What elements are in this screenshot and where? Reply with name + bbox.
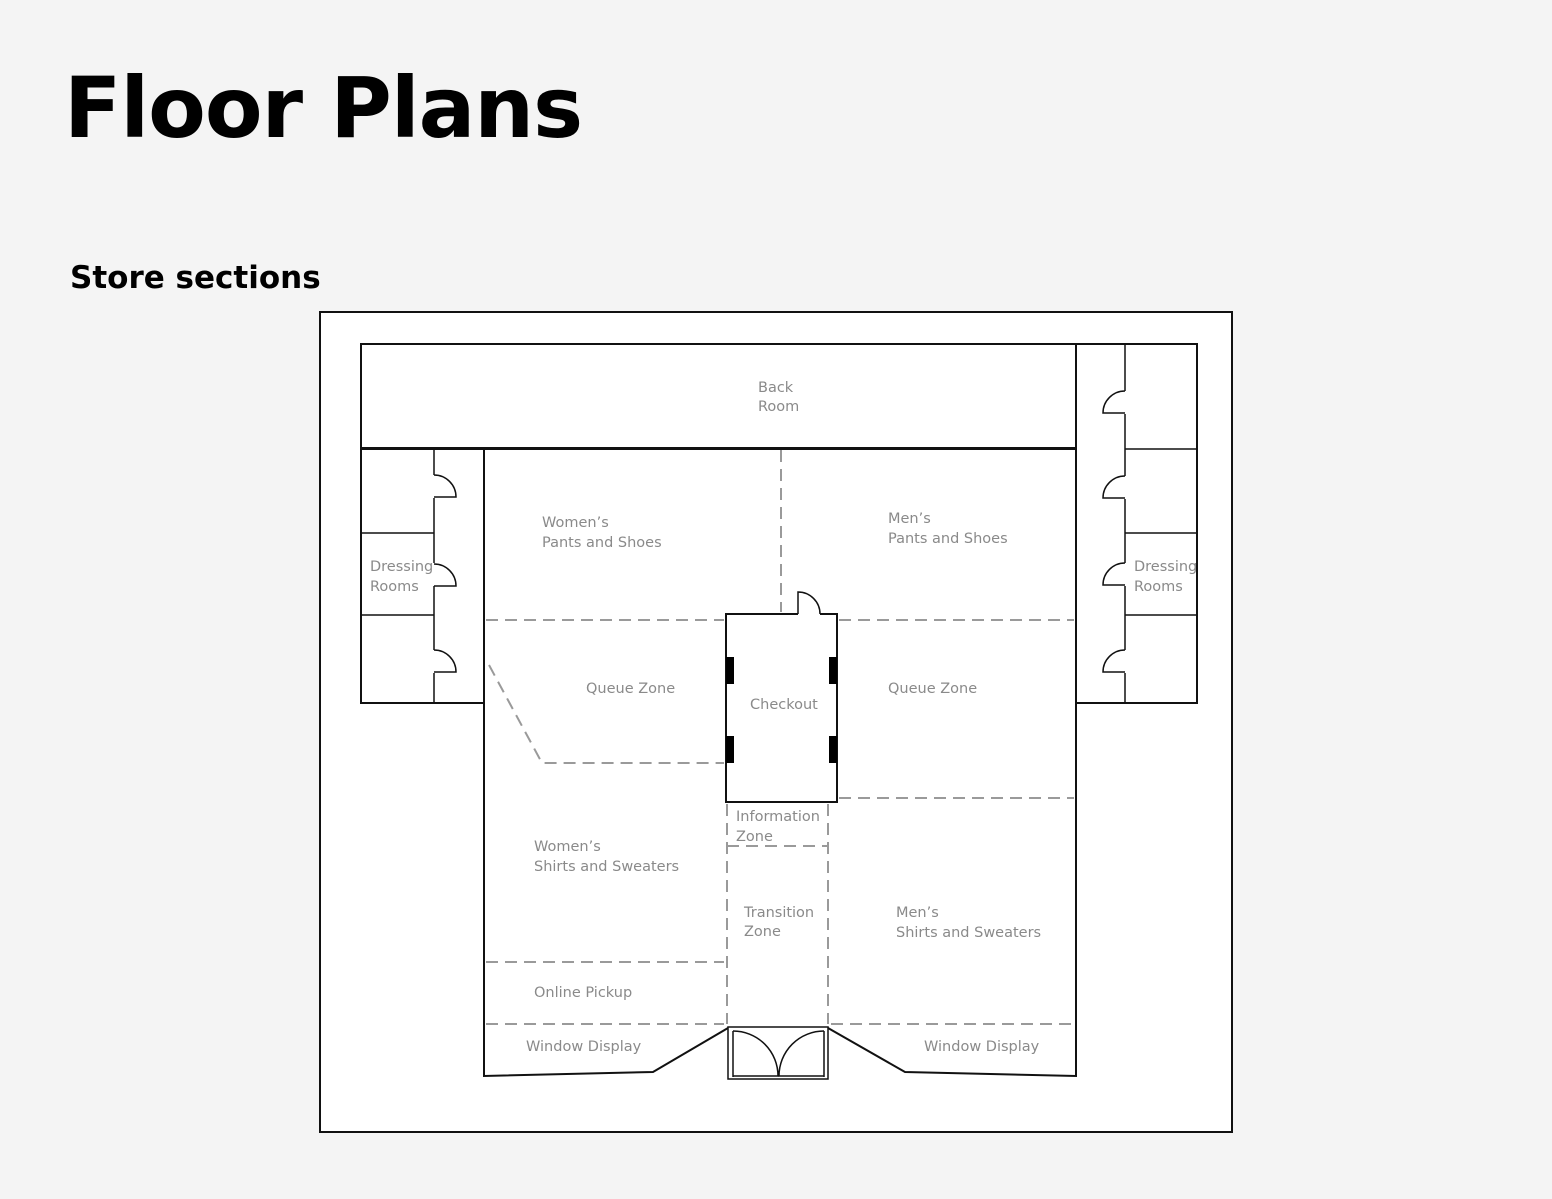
- door-icon: [433, 474, 457, 498]
- sales-floor-wall: [483, 448, 1077, 1078]
- queue-zone-right-label: Queue Zone: [888, 681, 977, 697]
- dressing-rooms-left-label: Dressing Rooms: [370, 559, 438, 595]
- page-title: Floor Plans: [64, 59, 583, 157]
- register-icon: [726, 736, 734, 763]
- transition-zone-label: Transition Zone: [743, 905, 819, 940]
- door-icon: [433, 563, 457, 587]
- entrance-doors-icon: [727, 1026, 829, 1080]
- mens-pants-label: Men’s Pants and Shoes: [888, 511, 1008, 547]
- information-zone-label: Information Zone: [736, 809, 825, 845]
- plan-frame: [319, 311, 1233, 1133]
- window-display-left-label: Window Display: [526, 1039, 642, 1055]
- back-room-label: Back Room: [758, 380, 799, 415]
- section-title: Store sections: [70, 260, 321, 296]
- door-icon: [1102, 475, 1126, 499]
- checkout-label: Checkout: [750, 697, 818, 713]
- register-icon: [726, 657, 734, 684]
- queue-zone-left-label: Queue Zone: [586, 681, 675, 697]
- online-pickup-label: Online Pickup: [534, 985, 632, 1001]
- door-icon: [433, 649, 457, 673]
- door-icon: [1102, 562, 1126, 586]
- womens-pants-label: Women’s Pants and Shoes: [542, 515, 662, 551]
- mens-shirts-label: Men’s Shirts and Sweaters: [896, 905, 1041, 941]
- door-icon: [1102, 390, 1126, 414]
- zone-dividers: [486, 450, 1074, 1025]
- checkout-counter: [725, 591, 838, 803]
- dressing-rooms-right-label: Dressing Rooms: [1134, 559, 1202, 595]
- womens-shirts-label: Women’s Shirts and Sweaters: [534, 839, 679, 875]
- window-display-right-label: Window Display: [924, 1039, 1040, 1055]
- register-icon: [829, 657, 837, 684]
- door-icon: [1102, 649, 1126, 673]
- register-icon: [829, 736, 837, 763]
